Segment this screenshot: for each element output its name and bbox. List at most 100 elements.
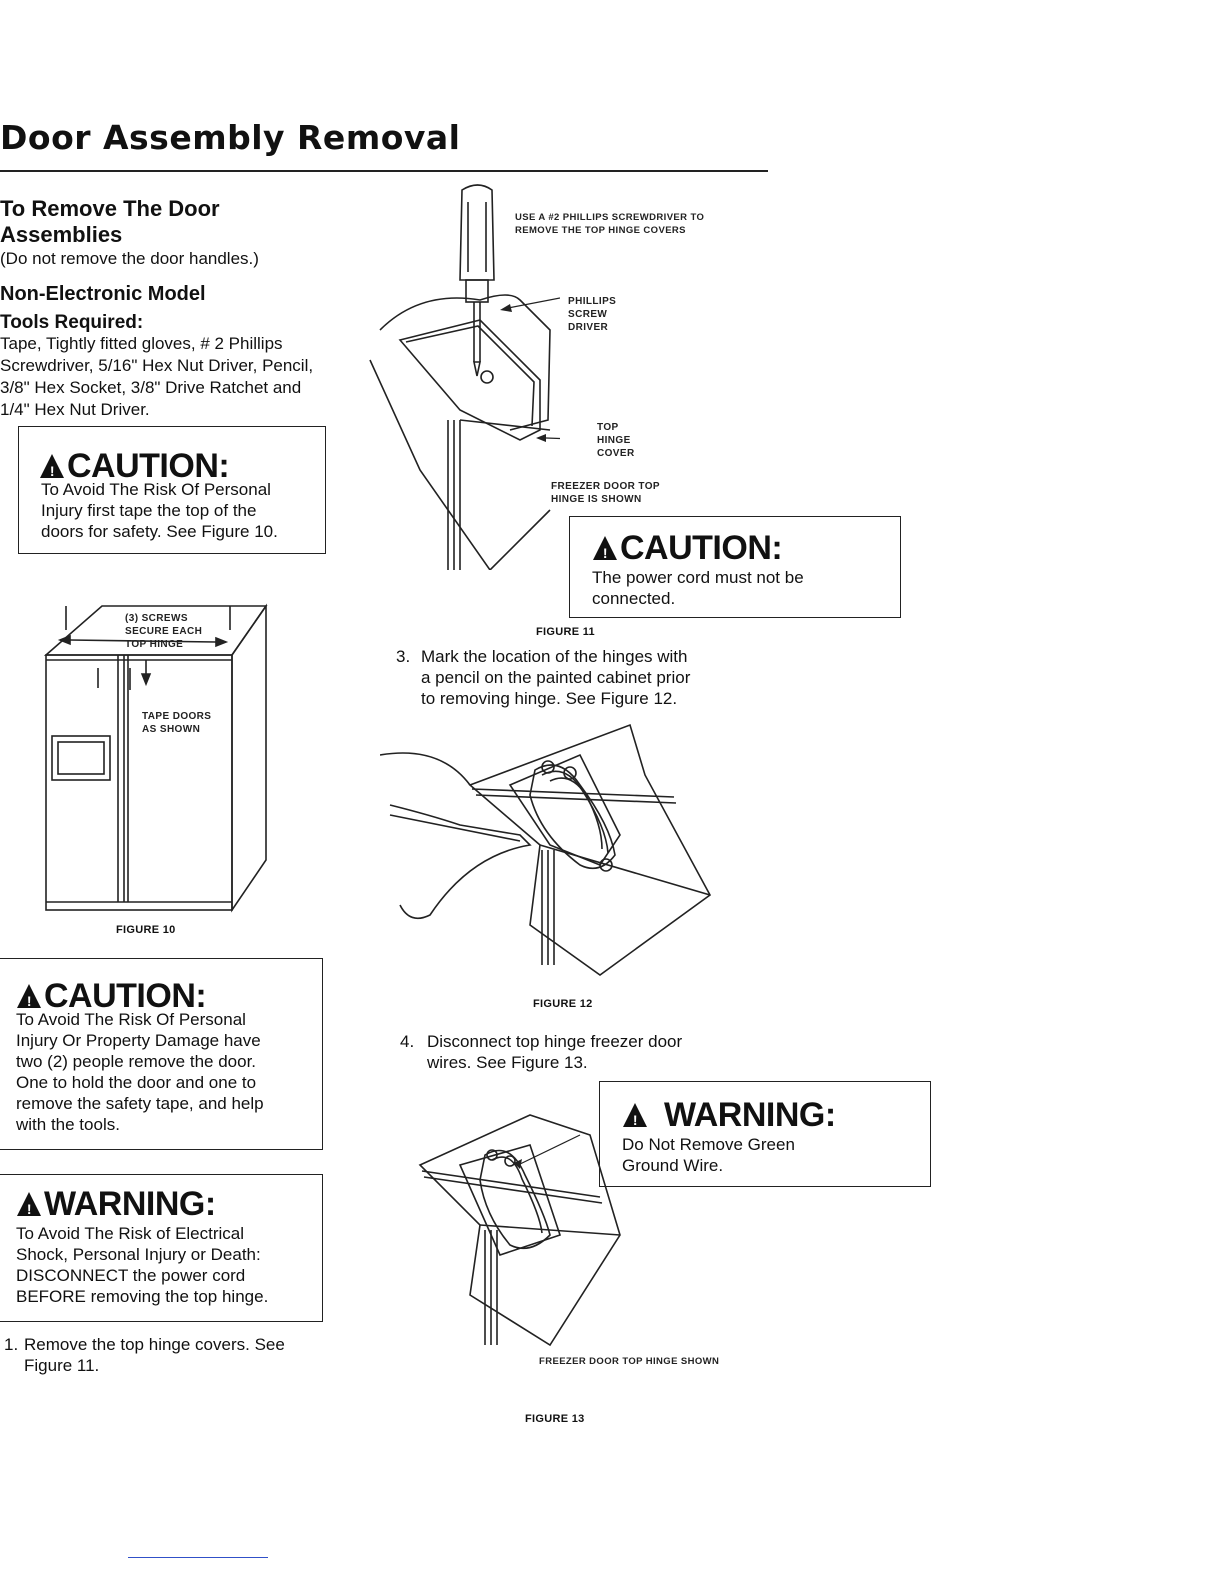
footer-rule xyxy=(128,1557,268,1558)
caution-line: two (2) people remove the door. xyxy=(16,1052,257,1071)
caution-line: with the tools. xyxy=(16,1115,120,1134)
caution-heading-text: CAUTION: xyxy=(44,977,207,1015)
step-line: Figure 11. xyxy=(24,1356,100,1375)
caution-heading: ! CAUTION: xyxy=(16,977,207,1015)
warning-triangle-icon: ! xyxy=(17,1192,41,1217)
caution-heading-text: CAUTION: xyxy=(620,529,783,567)
tools-line: Screwdriver, 5/16" Hex Nut Driver, Penci… xyxy=(0,356,314,375)
warning-body: Do Not Remove Green Ground Wire. xyxy=(622,1134,795,1176)
figure-11-screwdriver-illustration xyxy=(369,184,560,570)
label-line: HINGE xyxy=(597,435,631,446)
figure-10-label-screws: (3) SCREWS SECURE EACH TOP HINGE xyxy=(125,612,202,651)
caution-line: Injury first tape the top of the xyxy=(41,501,257,520)
page-title: Door Assembly Removal xyxy=(0,118,461,157)
warning-triangle-icon: ! xyxy=(593,536,617,561)
label-line: DRIVER xyxy=(568,322,609,333)
tools-list: Tape, Tightly fitted gloves, # 2 Phillip… xyxy=(0,333,313,421)
warning-body: To Avoid The Risk of Electrical Shock, P… xyxy=(16,1223,268,1307)
label-line: USE A #2 PHILLIPS SCREWDRIVER TO xyxy=(515,212,705,223)
step-1-number: 1. xyxy=(4,1335,19,1354)
caution-body: To Avoid The Risk Of Personal Injury fir… xyxy=(41,479,278,542)
svg-text:!: ! xyxy=(27,1201,31,1217)
caution-heading: ! CAUTION: xyxy=(39,447,230,485)
tools-line: 1/4" Hex Nut Driver. xyxy=(0,400,150,419)
warning-line: To Avoid The Risk of Electrical xyxy=(16,1224,245,1243)
figure-13-ground-wire-illustration xyxy=(418,1114,621,1347)
warning-heading-text: WARNING: xyxy=(44,1185,216,1223)
section-title-line2: Assemblies xyxy=(0,222,123,247)
svg-text:!: ! xyxy=(633,1112,637,1128)
warning-line: DISCONNECT the power cord xyxy=(16,1266,246,1285)
figure-11-label-freezer: FREEZER DOOR TOP HINGE IS SHOWN xyxy=(551,480,660,506)
figure-11-label-use: USE A #2 PHILLIPS SCREWDRIVER TO REMOVE … xyxy=(515,211,704,237)
step-line: a pencil on the painted cabinet prior xyxy=(421,668,691,687)
svg-text:!: ! xyxy=(603,545,607,561)
warning-line: BEFORE removing the top hinge. xyxy=(16,1287,269,1306)
label-line: REMOVE THE TOP HINGE COVERS xyxy=(515,225,686,236)
label-line: (3) SCREWS xyxy=(125,613,188,624)
warning-heading: ! WARNING: xyxy=(16,1185,216,1223)
figure-10-label-tape: TAPE DOORS AS SHOWN xyxy=(142,710,211,736)
caution-line: To Avoid The Risk Of Personal xyxy=(16,1010,246,1029)
step-3-number: 3. xyxy=(396,647,411,666)
caution-heading-text: CAUTION: xyxy=(67,447,230,485)
step-3-text: Mark the location of the hinges with a p… xyxy=(421,646,690,709)
label-line: TOP HINGE xyxy=(125,639,184,650)
caution-line: remove the safety tape, and help xyxy=(16,1094,264,1113)
caution-line: The power cord must not be xyxy=(592,568,804,587)
step-line: Disconnect top hinge freezer door xyxy=(427,1032,683,1051)
figure-13-caption: FIGURE 13 xyxy=(525,1413,585,1425)
label-line: PHILLIPS xyxy=(568,296,617,307)
figure-11-label-hinge-cover: TOP HINGE COVER xyxy=(597,421,635,460)
label-line: SCREW xyxy=(568,309,608,320)
caution-box-power-cord: ! CAUTION: The power cord must not be co… xyxy=(569,516,901,618)
label-line: COVER xyxy=(597,448,635,459)
section-title-line1: To Remove The Door xyxy=(0,196,220,221)
warning-line: Ground Wire. xyxy=(622,1156,724,1175)
warning-line: Shock, Personal Injury or Death: xyxy=(16,1245,261,1264)
warning-heading: ! WARNING: xyxy=(622,1096,836,1134)
caution-box-safety-tape: ! CAUTION: To Avoid The Risk Of Personal… xyxy=(18,426,326,554)
caution-line: To Avoid The Risk Of Personal xyxy=(41,480,271,499)
svg-text:!: ! xyxy=(27,993,31,1009)
label-line: FREEZER DOOR TOP xyxy=(551,481,661,492)
warning-box-ground-wire: ! WARNING: Do Not Remove Green Ground Wi… xyxy=(599,1081,931,1187)
warning-line: Do Not Remove Green xyxy=(622,1135,795,1154)
label-line: TAPE DOORS xyxy=(142,711,212,722)
label-line: HINGE IS SHOWN xyxy=(551,494,642,505)
warning-triangle-icon: ! xyxy=(623,1103,647,1128)
caution-line: connected. xyxy=(592,589,676,608)
figure-12-caption: FIGURE 12 xyxy=(533,998,593,1010)
tools-line: Tape, Tightly fitted gloves, # 2 Phillip… xyxy=(0,334,283,353)
model-heading: Non-Electronic Model xyxy=(0,283,206,305)
caution-line: doors for safety. See Figure 10. xyxy=(41,522,278,541)
label-line: TOP xyxy=(597,422,619,433)
figure-12-hinge-marking-illustration xyxy=(380,723,712,976)
step-line: Remove the top hinge covers. See xyxy=(24,1335,285,1354)
tools-heading: Tools Required: xyxy=(0,312,144,333)
step-line: wires. See Figure 13. xyxy=(427,1053,588,1072)
label-line: AS SHOWN xyxy=(142,724,201,735)
caution-heading: ! CAUTION: xyxy=(592,529,783,567)
figure-11-caption: FIGURE 11 xyxy=(536,626,595,638)
step-1-text: Remove the top hinge covers. See Figure … xyxy=(24,1334,285,1376)
figure-13-label-freezer: FREEZER DOOR TOP HINGE SHOWN xyxy=(539,1356,720,1367)
handles-note: (Do not remove the door handles.) xyxy=(0,249,259,268)
caution-line: Injury Or Property Damage have xyxy=(16,1031,261,1050)
title-rule xyxy=(0,170,768,172)
warning-triangle-icon: ! xyxy=(17,984,41,1009)
step-line: Mark the location of the hinges with xyxy=(421,647,688,666)
caution-body: To Avoid The Risk Of Personal Injury Or … xyxy=(16,1009,264,1135)
step-4-number: 4. xyxy=(400,1032,415,1051)
caution-body: The power cord must not be connected. xyxy=(592,567,804,609)
figure-10-refrigerator-illustration xyxy=(43,603,268,913)
step-4-text: Disconnect top hinge freezer door wires.… xyxy=(427,1031,682,1073)
label-line: SECURE EACH xyxy=(125,626,203,637)
warning-heading-text: WARNING: xyxy=(664,1096,836,1134)
figure-10-caption: FIGURE 10 xyxy=(116,924,176,936)
warning-triangle-icon: ! xyxy=(40,454,64,479)
section-title: To Remove The Door Assemblies xyxy=(0,196,220,248)
tools-line: 3/8" Hex Socket, 3/8" Drive Ratchet and xyxy=(0,378,302,397)
figure-11-label-phillips: PHILLIPS SCREW DRIVER xyxy=(568,295,616,334)
svg-text:!: ! xyxy=(50,463,54,479)
